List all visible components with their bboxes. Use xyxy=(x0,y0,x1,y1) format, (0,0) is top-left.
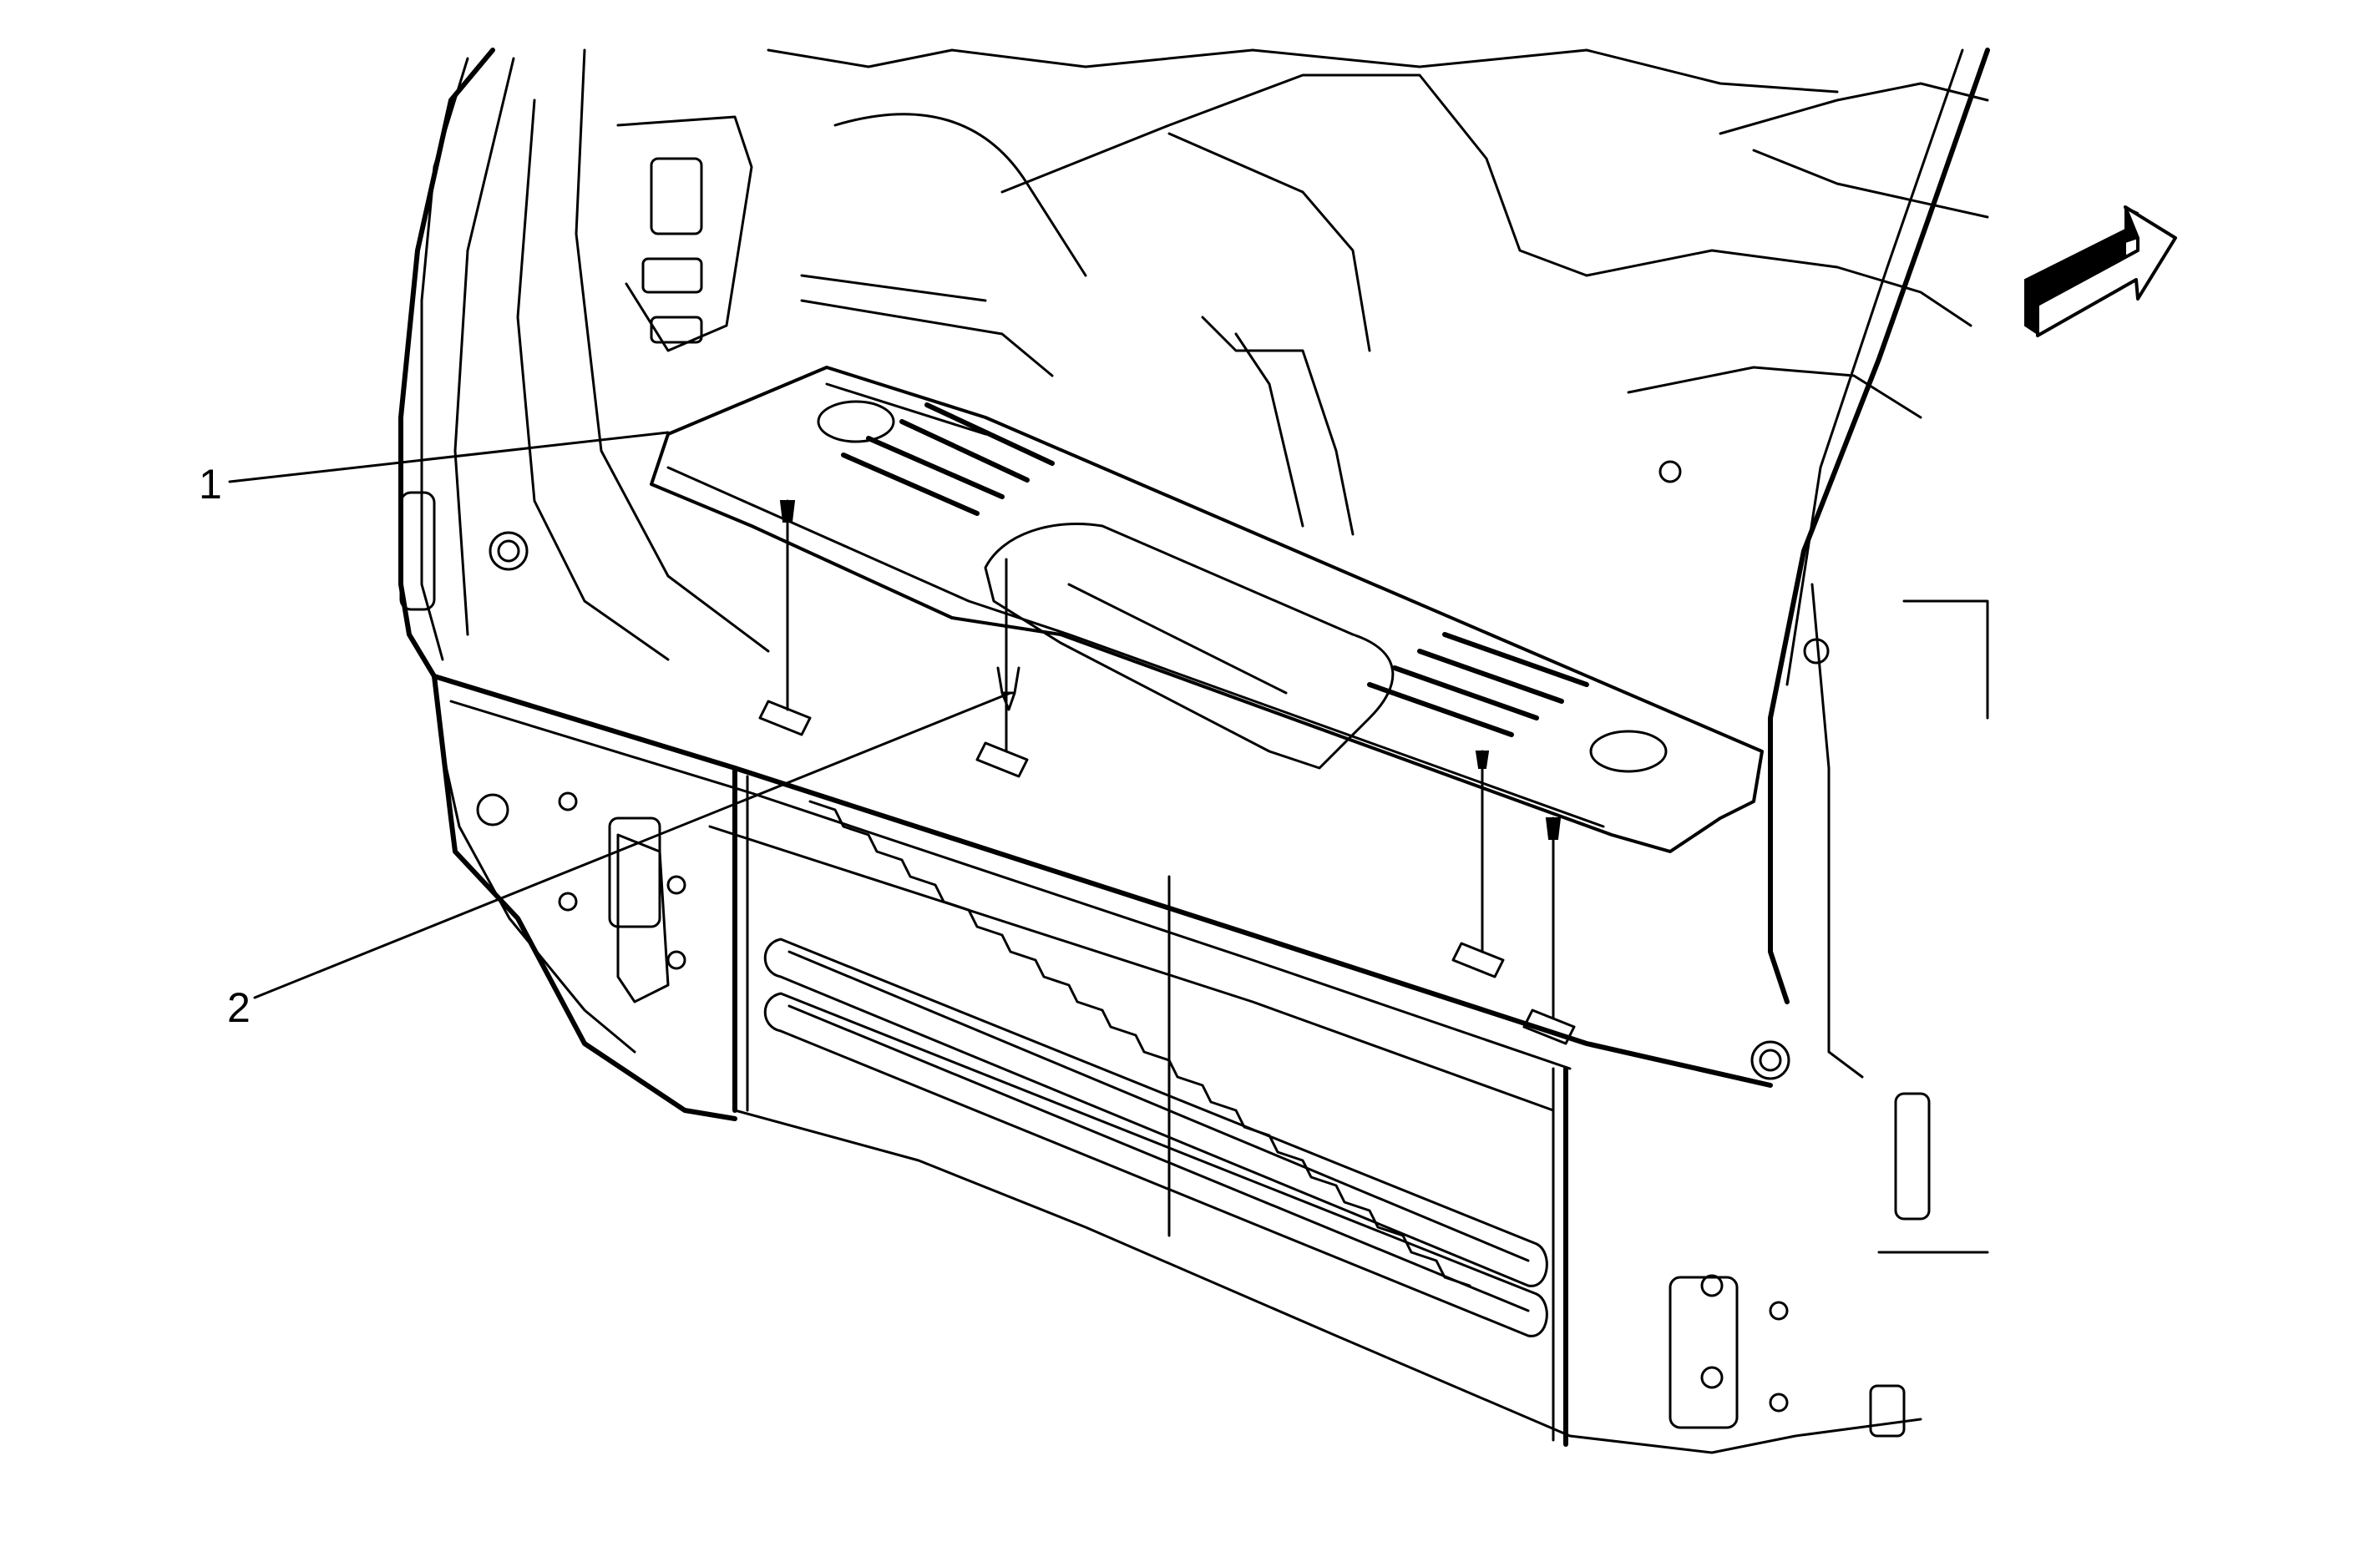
left-body-side xyxy=(398,48,770,1121)
leader-lines xyxy=(228,431,1012,999)
callout-label-2: 2 xyxy=(227,984,251,1031)
rear-end-panel xyxy=(432,674,1922,1454)
rear-wall-structure xyxy=(767,48,1989,536)
trim-panel xyxy=(650,366,1764,853)
fasteners xyxy=(758,499,1576,1045)
right-body-side xyxy=(1669,48,1990,1438)
leader-line-2 xyxy=(253,691,1012,999)
callout-label-1: 1 xyxy=(199,461,222,508)
leader-line-1 xyxy=(228,431,670,483)
front-direction-arrow-icon xyxy=(2024,205,2177,337)
